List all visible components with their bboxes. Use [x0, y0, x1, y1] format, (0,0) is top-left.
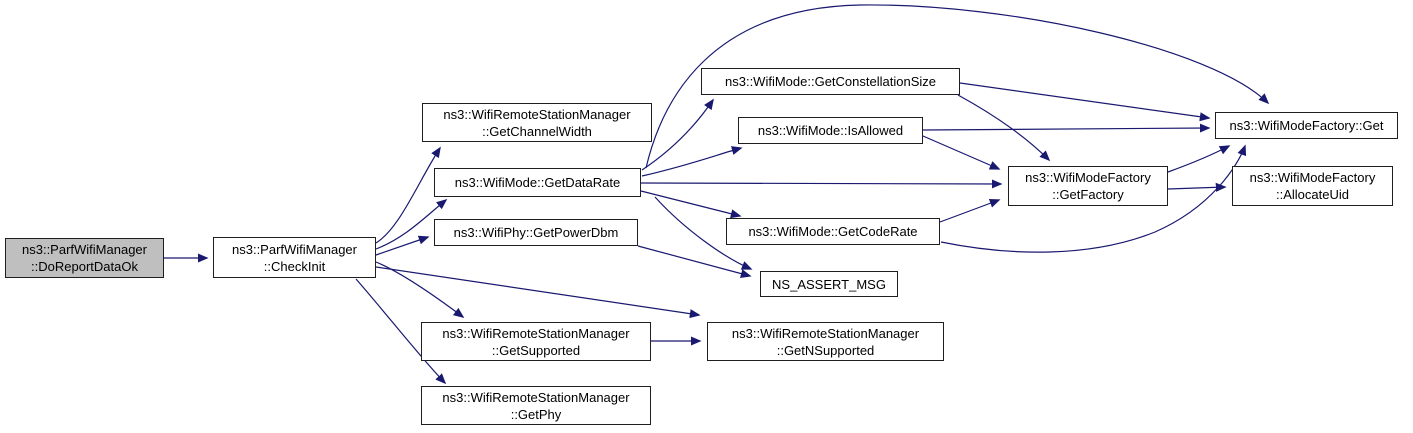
node-get[interactable]: ns3::WifiModeFactory::Get [1215, 112, 1398, 139]
edge-get-factory--get [1167, 145, 1231, 173]
node-get-data-rate[interactable]: ns3::WifiMode::GetDataRate [434, 168, 641, 197]
edge-get-code-rate--get-factory [939, 198, 1001, 223]
node-get-n-supported[interactable]: ns3::WifiRemoteStationManager ::GetNSupp… [707, 322, 944, 361]
node-get-constellation-size[interactable]: ns3::WifiMode::GetConstellationSize [701, 68, 960, 95]
edge-check-init--get-n-supported [375, 266, 701, 319]
node-get-factory[interactable]: ns3::WifiModeFactory ::GetFactory [1008, 166, 1168, 206]
call-graph-edges [164, 4, 1270, 385]
node-get-supported[interactable]: ns3::WifiRemoteStationManager ::GetSuppo… [421, 322, 651, 361]
node-get-code-rate[interactable]: ns3::WifiMode::GetCodeRate [726, 218, 940, 245]
edge-is-allowed--get [922, 123, 1211, 133]
node-get-power-dbm[interactable]: ns3::WifiPhy::GetPowerDbm [434, 219, 638, 246]
edge-get-data-rate--is-allowed [641, 146, 743, 177]
edge-check-init--get-power-dbm [375, 235, 430, 256]
node-get-channel-width[interactable]: ns3::WifiRemoteStationManager ::GetChann… [422, 103, 652, 142]
node-allocate-uid[interactable]: ns3::WifiModeFactory ::AllocateUid [1232, 166, 1393, 206]
node-check-init[interactable]: ns3::ParfWifiManager ::CheckInit [213, 237, 376, 278]
edge-check-init--get-supported [375, 261, 465, 318]
edge-get-factory--allocate-uid [1167, 182, 1227, 192]
edge-check-init--get-phy [355, 278, 447, 385]
edge-get-code-rate--get [940, 144, 1247, 253]
edge-check-init--get-channel-width [375, 146, 441, 244]
node-do-report-data-ok[interactable]: ns3::ParfWifiManager ::DoReportDataOk [5, 238, 164, 278]
edge-get-constellation-size--get [959, 82, 1211, 122]
node-get-phy[interactable]: ns3::WifiRemoteStationManager ::GetPhy [421, 386, 651, 425]
node-ns-assert-msg[interactable]: NS_ASSERT_MSG [760, 271, 898, 297]
edge-get-data-rate--get-constellation-size [641, 98, 714, 171]
edge-get-data-rate--get-factory [640, 179, 1003, 189]
edge-get-data-rate--ns-assert-msg [654, 196, 753, 270]
edge-check-init--get-data-rate [375, 198, 448, 250]
edge-is-allowed--get-factory [922, 135, 1001, 170]
node-is-allowed[interactable]: ns3::WifiMode::IsAllowed [738, 117, 923, 144]
edge-get-power-dbm--ns-assert-msg [637, 245, 752, 279]
edge-get-constellation-size--get-factory [957, 94, 1051, 162]
edge-get-data-rate--get-code-rate [640, 190, 742, 219]
edge-get-data-rate--get [645, 4, 1270, 169]
